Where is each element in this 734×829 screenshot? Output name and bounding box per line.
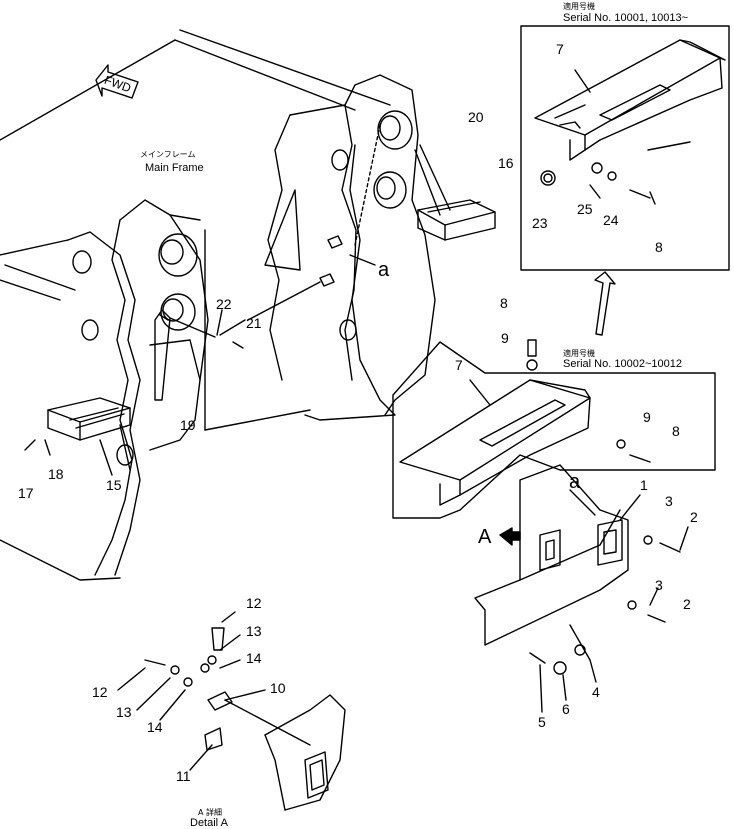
callout-14: 14 bbox=[246, 650, 262, 666]
callout-22: 22 bbox=[216, 296, 232, 312]
callout-25: 25 bbox=[577, 201, 593, 217]
callout-18: 18 bbox=[48, 466, 64, 482]
callout-19: 19 bbox=[180, 417, 196, 433]
serial-top-label: Serial No. 10001, 10013~ bbox=[563, 12, 689, 24]
callout-14: 14 bbox=[147, 719, 163, 735]
callout-23: 23 bbox=[532, 215, 548, 231]
callout-6: 6 bbox=[562, 701, 570, 717]
callout-13: 13 bbox=[246, 623, 262, 639]
frame-letter-a: a bbox=[378, 259, 390, 281]
callout-9: 9 bbox=[643, 409, 651, 425]
callout-2: 2 bbox=[683, 596, 691, 612]
serial-mid-label-jp: 適用号機 bbox=[563, 349, 595, 358]
callout-3: 3 bbox=[665, 493, 673, 509]
detail-a-drawing bbox=[117, 611, 346, 811]
callout-4: 4 bbox=[592, 684, 600, 700]
fwd-arrow-icon bbox=[95, 64, 139, 99]
callout-11: 11 bbox=[176, 768, 191, 784]
callout-9: 9 bbox=[501, 330, 509, 346]
main-frame-drawing bbox=[0, 29, 496, 581]
callout-12: 12 bbox=[92, 684, 108, 700]
callout-7: 7 bbox=[455, 357, 463, 373]
callout-21: 21 bbox=[246, 315, 262, 331]
main-frame-label-jp: メインフレーム bbox=[140, 150, 196, 159]
callout-8: 8 bbox=[655, 239, 663, 255]
lower-cover-drawing bbox=[474, 464, 689, 713]
serial-mid-label: Serial No. 10002~10012 bbox=[563, 358, 682, 370]
detail-a-label: Detail A bbox=[190, 817, 228, 829]
callout-8: 8 bbox=[672, 423, 680, 439]
callout-1: 1 bbox=[640, 477, 648, 493]
arrow-up-icon bbox=[594, 271, 616, 336]
callout-7: 7 bbox=[556, 41, 564, 57]
serial-top-inset bbox=[520, 25, 730, 271]
callout-2: 2 bbox=[690, 509, 698, 525]
callout-17: 17 bbox=[18, 485, 34, 501]
serial-mid-inset bbox=[392, 339, 716, 519]
main-frame-label: Main Frame bbox=[145, 162, 204, 174]
detail-a-label-jp: A 詳細 bbox=[198, 808, 223, 817]
callout-5: 5 bbox=[538, 714, 546, 730]
callout-12: 12 bbox=[246, 595, 262, 611]
callout-13: 13 bbox=[116, 704, 132, 720]
serial-top-label-jp: 適用号機 bbox=[563, 2, 595, 11]
callout-10: 10 bbox=[270, 680, 286, 696]
callout-15: 15 bbox=[106, 477, 122, 493]
callout-16: 16 bbox=[498, 155, 514, 171]
detail-arrow-letter-A: A bbox=[478, 526, 492, 548]
callout-24: 24 bbox=[603, 212, 619, 228]
callout-8: 8 bbox=[500, 295, 508, 311]
callout-20: 20 bbox=[468, 109, 484, 125]
callout-3: 3 bbox=[655, 577, 663, 593]
cover-letter-a: a bbox=[569, 471, 581, 493]
